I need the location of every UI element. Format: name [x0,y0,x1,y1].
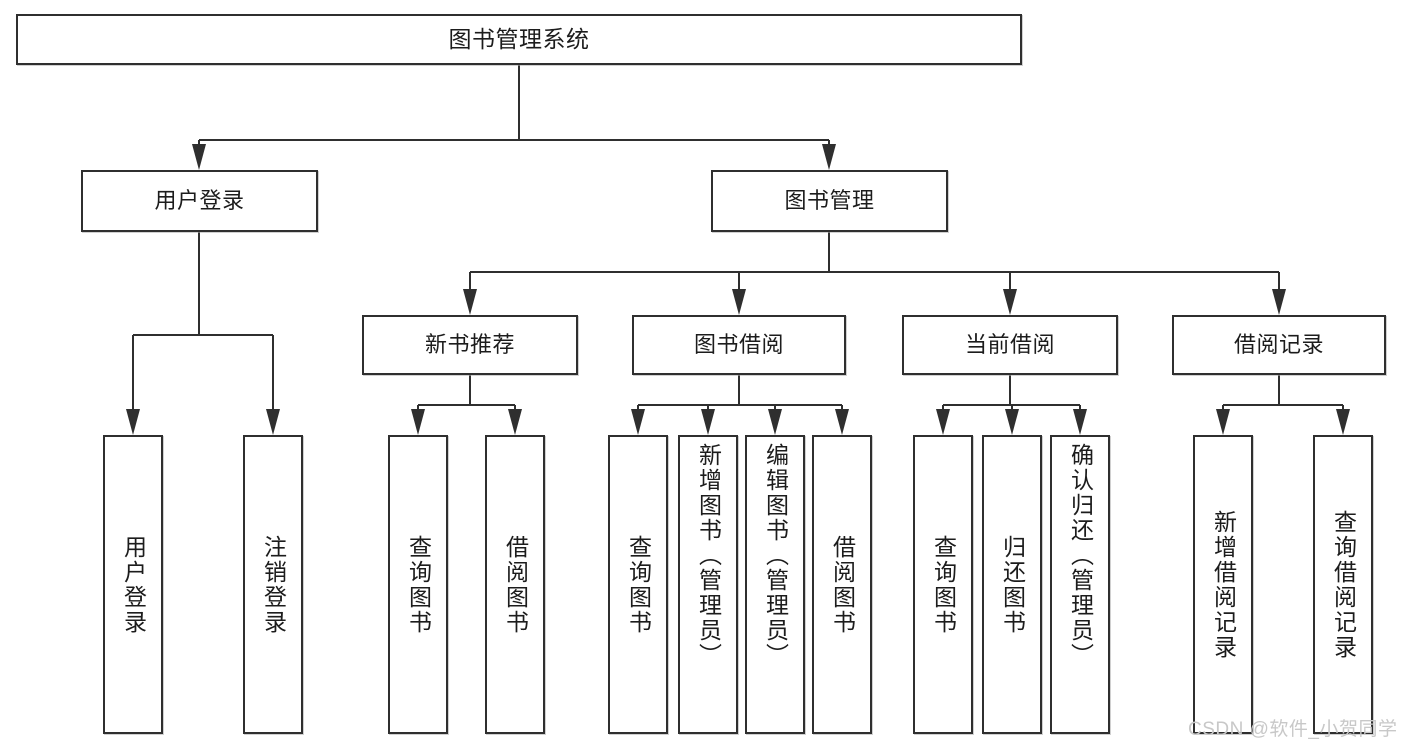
leaf-node[interactable]: 用户登录 [103,435,163,734]
leaf-node[interactable]: 新增借阅记录 [1193,435,1253,734]
node-new-book-recommend-label: 新书推荐 [424,331,515,357]
node-new-book-recommend[interactable]: 新书推荐 [362,315,578,375]
node-borrow-record-label: 借阅记录 [1233,331,1324,357]
leaf-node-label: 借阅图书 [829,534,856,635]
node-user-login-label: 用户登录 [154,187,245,213]
leaf-node[interactable]: 归还图书 [982,435,1042,734]
node-user-login[interactable]: 用户登录 [81,170,318,232]
node-root[interactable]: 图书管理系统 [16,14,1022,65]
node-book-borrow[interactable]: 图书借阅 [632,315,846,375]
csdn-watermark: CSDN @软件_小贺同学 [1188,719,1398,740]
leaf-node-label: 查询借阅记录 [1330,509,1357,660]
node-book-management-label: 图书管理 [784,187,875,213]
node-current-borrow-label: 当前借阅 [964,331,1055,357]
leaf-node-label: 新增图书（管理员） [695,443,722,668]
leaf-node-label: 用户登录 [120,534,147,635]
leaf-node[interactable]: 查询借阅记录 [1313,435,1373,734]
leaf-node-label: 确认归还（管理员） [1067,443,1094,668]
leaf-node[interactable]: 查询图书 [388,435,448,734]
leaf-node-label: 查询图书 [930,534,957,635]
leaf-node[interactable]: 新增图书（管理员） [678,435,738,734]
leaf-node[interactable]: 编辑图书（管理员） [745,435,805,734]
leaf-node-label: 新增借阅记录 [1210,509,1237,660]
leaf-node-label: 借阅图书 [502,534,529,635]
leaf-node-label: 查询图书 [405,534,432,635]
leaf-node-label: 注销登录 [260,534,287,635]
leaf-node-label: 查询图书 [625,534,652,635]
leaf-node[interactable]: 借阅图书 [812,435,872,734]
node-book-management[interactable]: 图书管理 [711,170,948,232]
leaf-node[interactable]: 注销登录 [243,435,303,734]
node-root-label: 图书管理系统 [448,25,590,52]
leaf-node[interactable]: 借阅图书 [485,435,545,734]
leaf-node[interactable]: 查询图书 [913,435,973,734]
node-book-borrow-label: 图书借阅 [693,331,784,357]
leaf-node-label: 归还图书 [999,534,1026,635]
leaf-node[interactable]: 确认归还（管理员） [1050,435,1110,734]
leaf-node-label: 编辑图书（管理员） [762,443,789,668]
node-current-borrow[interactable]: 当前借阅 [902,315,1118,375]
leaf-node[interactable]: 查询图书 [608,435,668,734]
node-borrow-record[interactable]: 借阅记录 [1172,315,1386,375]
